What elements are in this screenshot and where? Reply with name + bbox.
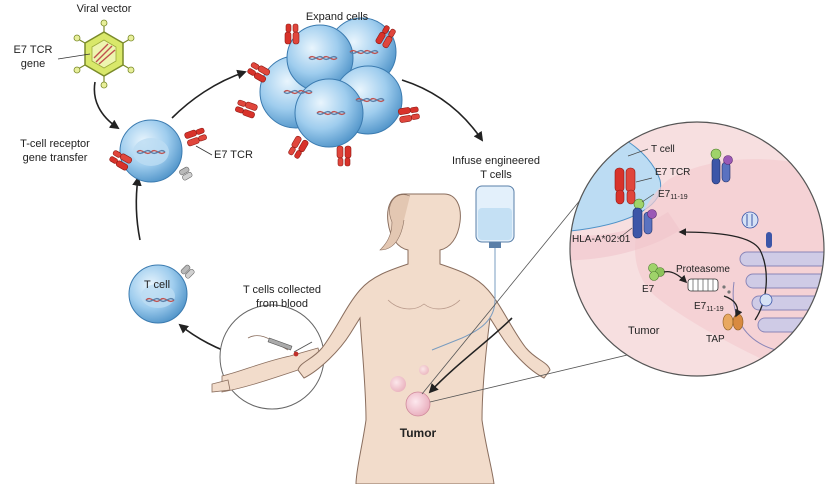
e7-tcr-gene-label-line1: E7 TCR [13,44,53,56]
e7-tcr-gene-label-line2: gene [20,58,46,70]
inset-magnifier [569,121,825,377]
e7-tcr-label: E7 TCR [214,149,253,161]
infuse-label-line1: Infuse engineered [451,155,541,167]
t-cell [128,263,196,324]
cells-collected-label-line2: from blood [256,298,308,310]
infuse-label-line2: T cells [480,169,512,181]
inset-tumor-label: Tumor [628,325,660,337]
tcr-hla-complex [614,167,657,239]
inset-tap-label: TAP [706,334,725,345]
inset-e7-label: E7 [642,284,655,295]
inset-e7-fragment-label: E711-19 [694,301,724,313]
viral-vector-label: Viral vector [76,3,132,15]
expand-cells-label: Expand cells [305,11,369,23]
e7-tcr-gene-pointer [57,53,91,60]
engineered-t-cell [108,119,208,183]
inset-hla-label: HLA-A*02:01 [572,234,631,245]
cells-collected-label-line1: T cells collected [242,284,322,296]
e7-protein [648,263,665,281]
inset-e7-tcr-label: E7 TCR [655,167,691,178]
patient-body [297,193,551,484]
tcr-gene-transfer-label-line1: T-cell receptor [20,138,90,150]
inset-proteasome-label: Proteasome [676,264,730,275]
expanded-cells-cluster [234,17,421,167]
inset-t-cell-label: T cell [651,144,675,155]
iv-bag-icon [431,185,515,351]
proteasome [687,278,731,294]
tumor-arrow [428,317,513,394]
mhc-er [741,211,773,307]
tap-transporter [722,313,744,331]
blood-collection-illustration [211,304,325,410]
t-cell-label: T cell [143,279,171,291]
viral-vector-icon [73,19,135,89]
e7-tcr-pointer [195,145,213,156]
zoom-lines [421,187,641,403]
tcr-gene-transfer-label-line2: gene transfer [22,152,88,164]
inset-e7-peptide-label: E711-19 [658,189,688,201]
tumor-label: Tumor [399,426,437,440]
mhc-complex-upper [710,148,733,185]
